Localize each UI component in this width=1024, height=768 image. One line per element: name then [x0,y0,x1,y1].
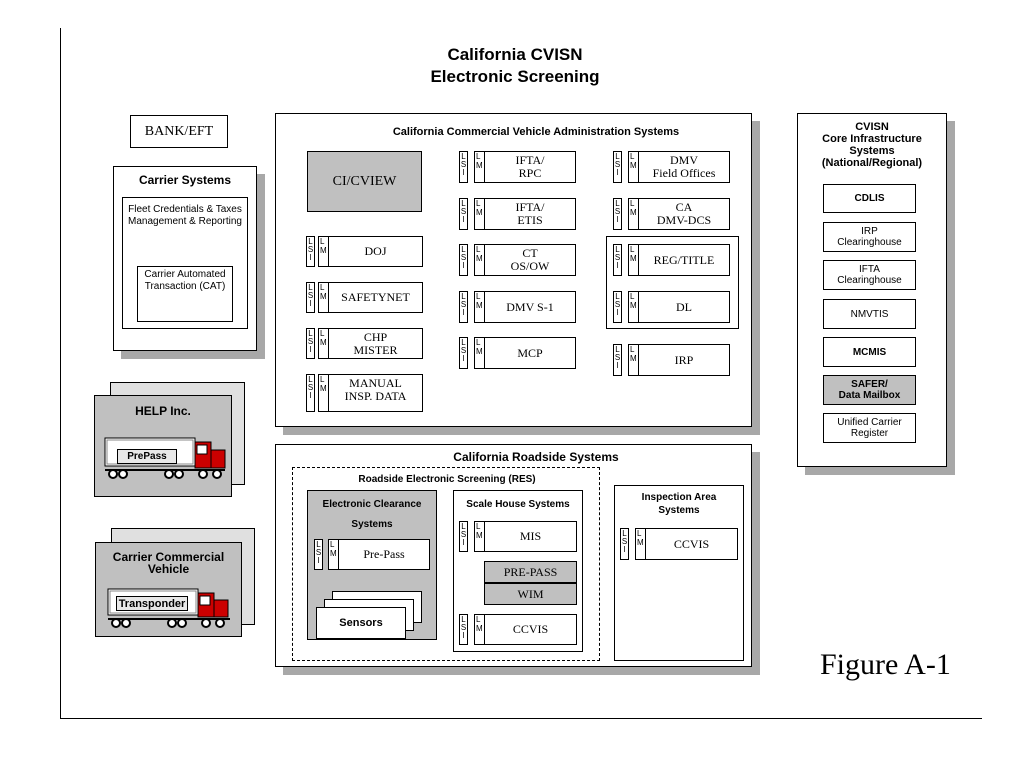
res-dashed-box: Roadside Electronic Screening (RES) Elec… [292,467,600,661]
dmv-s1-label: DMV S-1 [484,291,576,323]
inspection-title-line-2: Systems [658,505,700,516]
fleet-credentials-text: Fleet Credentials & Taxes Management & R… [128,204,242,227]
inspection-area-title: Inspection Area Systems [615,491,743,517]
carrier-vehicle-box: Carrier Commercial Vehicle Transponder [95,542,242,637]
mcp-label: MCP [484,337,576,369]
admin-systems-title: California Commercial Vehicle Administra… [392,126,680,138]
ccvis-scale-label: CCVIS [484,614,577,645]
cvisn-title-line-4: (National/Regional) [821,157,923,169]
scale-house-title: Scale House Systems [466,499,570,510]
res-title: Roadside Electronic Screening (RES) [358,474,536,485]
help-inc-box: HELP Inc. PrePass [94,395,232,497]
cvisn-title-line-3: Systems [849,145,895,157]
carrier-systems-box: Carrier Systems Fleet Credentials & Taxe… [113,166,257,351]
figure-label: Figure A-1 [820,648,951,681]
electronic-clearance-title: Electronic Clearance Systems [308,495,436,535]
dl-label: DL [638,291,730,323]
cvisn-title-line-2: Core Infrastructure [822,133,922,145]
cdlis-box: CDLIS [823,184,916,213]
cvisn-core-box: CVISN Core Infrastructure Systems (Natio… [797,113,947,467]
ci-cview-box: CI/CVIEW [307,151,422,212]
transponder-truck-label: Transponder [116,596,188,611]
reg-title-label: REG/TITLE [638,244,730,276]
pre-pass-caps-box: PRE-PASS [484,561,577,583]
carrier-systems-title: Carrier Systems [138,173,232,187]
cat-box: Carrier Automated Transaction (CAT) [137,266,233,322]
left-border-line [60,28,61,718]
diagram-title: California CVISN Electronic Screening [360,44,670,88]
cvisn-core-title: CVISN Core Infrastructure Systems (Natio… [798,121,946,169]
wim-box: WIM [484,583,577,605]
cat-text: Carrier Automated Transaction (CAT) [144,269,226,292]
admin-systems-box: California Commercial Vehicle Administra… [275,113,752,427]
bank-eft-box: BANK/EFT [130,115,228,148]
safetynet-label: SAFETYNET [328,282,423,313]
ccvis-insp-label: CCVIS [645,528,738,560]
carrier-vehicle-title-line-1: Carrier Commercial [112,550,225,564]
roadside-systems-box: California Roadside Systems Roadside Ele… [275,444,752,667]
inspection-title-line-1: Inspection Area [641,492,717,503]
carrier-vehicle-title: Carrier Commercial Vehicle [96,551,241,575]
ecs-title-line-1: Electronic Clearance [322,499,422,510]
prepass-label: Pre-Pass [338,539,430,570]
sensors-box: Sensors [316,607,406,639]
safer-data-mailbox-box: SAFER/Data Mailbox [823,375,916,405]
mcmis-box: MCMIS [823,337,916,367]
nmvtis-box: NMVTIS [823,299,916,329]
title-line-2: Electronic Screening [430,67,600,86]
irp-label: IRP [638,344,730,376]
bottom-border-line [60,718,982,719]
ifta-rpc-label: IFTA/RPC [484,151,576,183]
title-line-1: California CVISN [447,45,583,64]
cvisn-title-line-1: CVISN [855,121,889,133]
fleet-credentials-box: Fleet Credentials & Taxes Management & R… [122,197,248,329]
carrier-vehicle-title-line-2: Vehicle [147,562,190,576]
doj-label: DOJ [328,236,423,267]
ifta-etis-label: IFTA/ETIS [484,198,576,230]
help-inc-title: HELP Inc. [135,404,191,418]
roadside-systems-title: California Roadside Systems [453,450,619,464]
prepass-truck-label: PrePass [117,449,177,464]
ecs-title-line-2: Systems [351,519,393,530]
mis-label: MIS [484,521,577,552]
